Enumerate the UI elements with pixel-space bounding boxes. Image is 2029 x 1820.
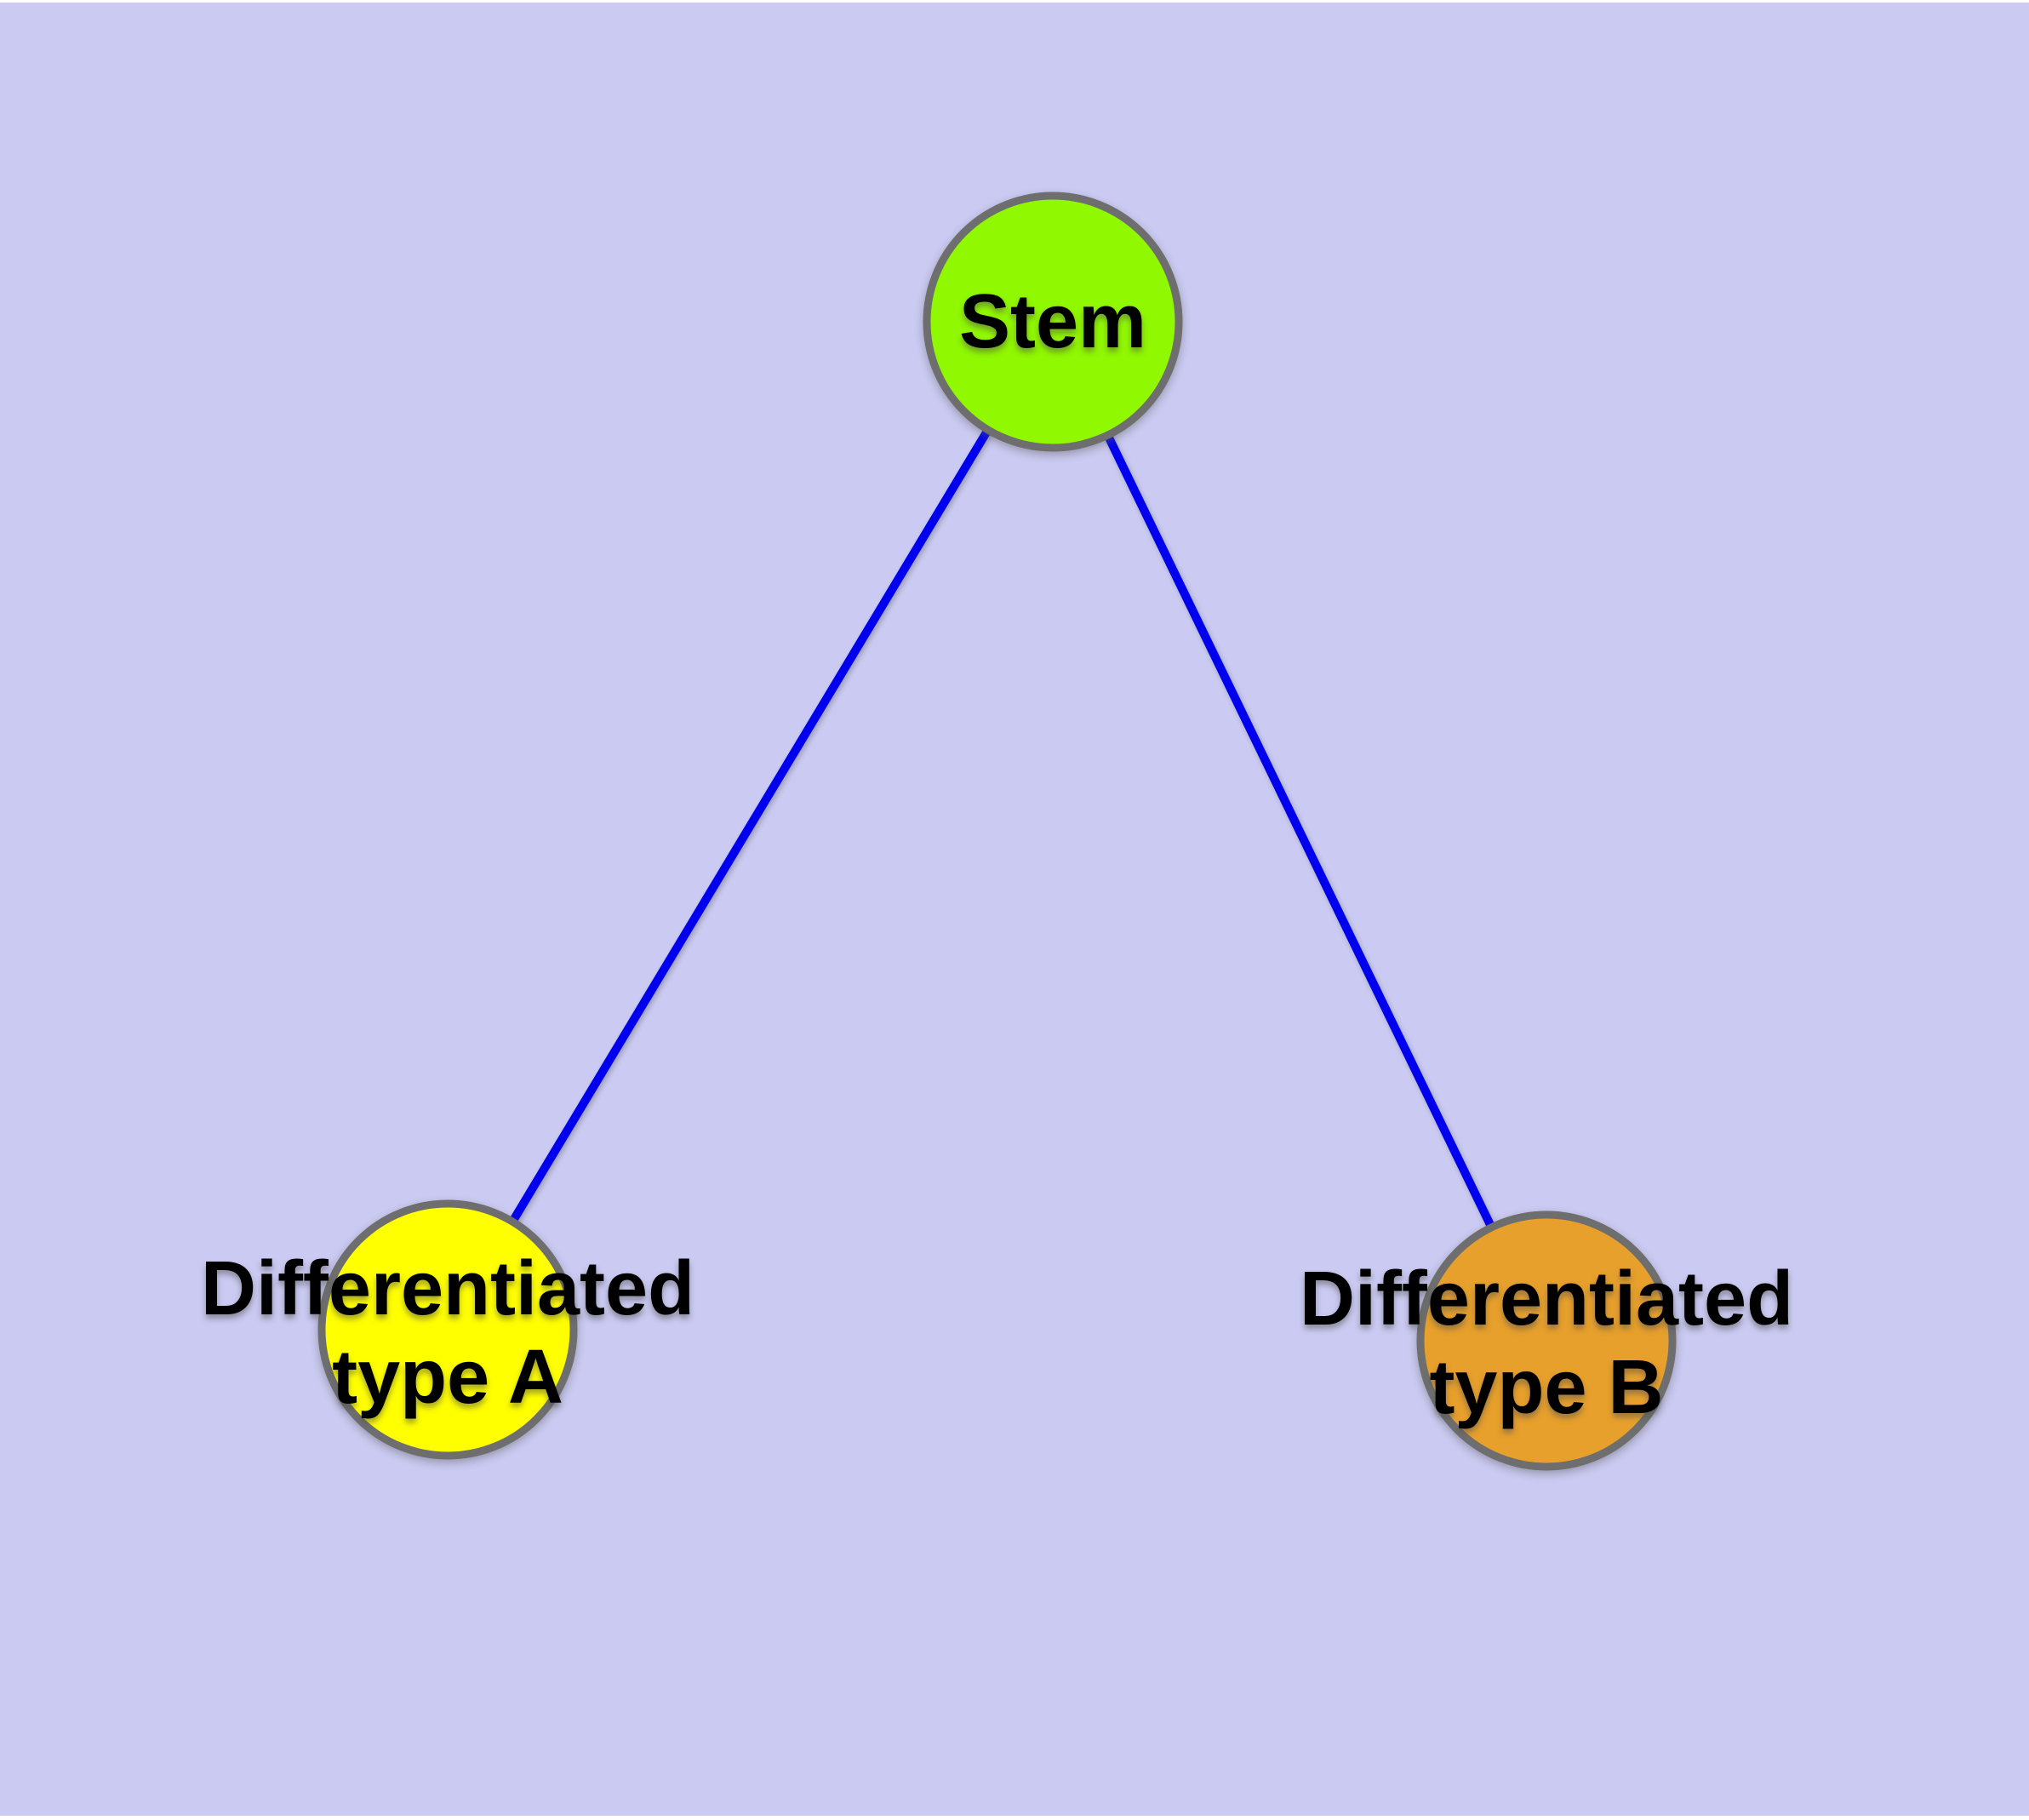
node-differentiated-type-b: [1416, 1210, 1677, 1471]
edge-stem-to-type-a: [443, 319, 1057, 1332]
node-stem: [923, 192, 1183, 452]
graph-layer: [317, 192, 1677, 1471]
edge-stem-to-type-b: [1049, 319, 1551, 1343]
node-differentiated-type-a: [317, 1199, 578, 1460]
diagram-canvas: Stem Differentiated type A Differentiate…: [0, 3, 2029, 1816]
